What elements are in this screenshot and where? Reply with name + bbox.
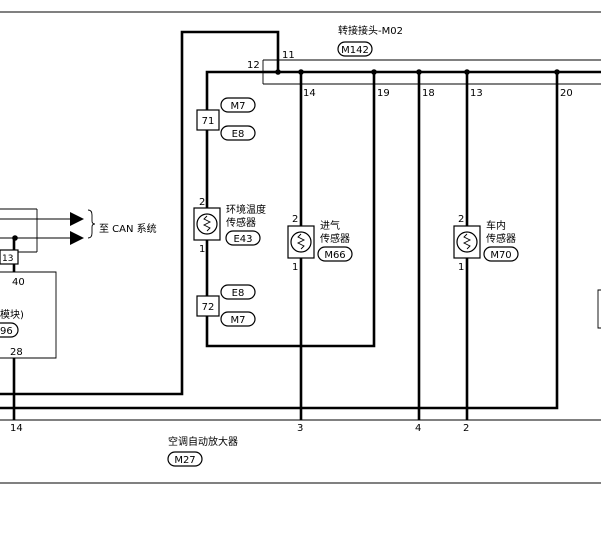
interconnect-71-conn-top: M7 <box>231 101 246 112</box>
junction-pin-13: 13 <box>470 88 483 99</box>
thermistor-icon <box>202 215 212 232</box>
wire-ambient-loop <box>205 70 376 348</box>
interior-connector: M70 <box>490 250 511 261</box>
amplifier-label: 空调自动放大器 <box>168 435 238 448</box>
amp-pin-3: 3 <box>297 423 303 434</box>
can-note: 至 CAN 系统 <box>99 222 157 235</box>
intake-label-1: 进气 <box>320 219 340 232</box>
interior-label-1: 车内 <box>486 219 506 232</box>
can-lines <box>0 208 96 253</box>
left-module-partial-label: 模块) <box>0 309 24 321</box>
ambient-pin-top: 2 <box>199 197 205 208</box>
junction-connector-pill: M142 <box>337 41 373 57</box>
intake-connector: M66 <box>324 250 345 261</box>
interior-pin-bottom: 1 <box>458 262 464 273</box>
interconnect-71: M7 71 E8 <box>196 97 256 141</box>
interconnect-72-conn-top: E8 <box>232 288 245 299</box>
junction-pin-14: 14 <box>303 88 316 99</box>
can-arrow-icon <box>70 212 84 226</box>
interconnect-72: E8 72 M7 <box>196 284 256 327</box>
wire-20-bottom-bus <box>0 72 559 410</box>
intake-sensor: 2 1 进气 传感器 M66 <box>287 214 353 273</box>
interconnect-72-pin: 72 <box>202 302 215 313</box>
thermistor-icon <box>462 233 472 250</box>
can-arrow-icon <box>70 231 84 245</box>
ambient-sensor: 2 1 环境温度 传感器 E43 <box>193 197 266 255</box>
intake-pin-top: 2 <box>292 214 298 225</box>
left-module-pin-13: 13 <box>2 254 13 264</box>
amp-pin-4: 4 <box>415 423 421 434</box>
partial-right-element <box>597 289 601 329</box>
amp-pin-2: 2 <box>463 423 469 434</box>
wire-left-to-junction-11 <box>0 30 280 396</box>
junction-pin-11: 11 <box>282 50 295 61</box>
junction-connector-label: M142 <box>341 45 369 56</box>
junction-pin-19: 19 <box>377 88 390 99</box>
left-module-connector: M96 <box>0 326 13 337</box>
junction-pin-20: 20 <box>560 88 573 99</box>
amplifier-connector-pill <box>167 451 203 467</box>
intake-label-2: 传感器 <box>320 232 350 245</box>
junction-bus <box>262 59 601 85</box>
ambient-label-1: 环境温度 <box>226 203 266 216</box>
intake-pin-bottom: 1 <box>292 262 298 273</box>
left-module: 13 40 模块) M96 28 <box>0 238 57 420</box>
interconnect-71-pin: 71 <box>202 116 215 127</box>
junction-pin-12: 12 <box>247 60 260 71</box>
interior-pin-top: 2 <box>458 214 464 225</box>
interior-label-2: 传感器 <box>486 232 516 245</box>
left-module-pin-28: 28 <box>10 347 23 358</box>
interconnect-71-conn-bottom: E8 <box>232 129 245 140</box>
junction-title: 转接接头-M02 <box>338 24 403 37</box>
amp-pin-14: 14 <box>10 423 23 434</box>
interconnect-72-conn-bottom: M7 <box>231 315 246 326</box>
brace-icon <box>87 209 96 239</box>
junction-pin-18: 18 <box>422 88 435 99</box>
ambient-label-2: 传感器 <box>226 216 256 229</box>
amplifier-connector: M27 <box>174 455 195 466</box>
ambient-connector: E43 <box>233 234 252 245</box>
thermistor-icon <box>296 233 306 250</box>
interior-sensor: 2 1 车内 传感器 M70 <box>453 214 519 273</box>
left-module-pin-40: 40 <box>12 277 25 288</box>
ambient-pin-bottom: 1 <box>199 244 205 255</box>
